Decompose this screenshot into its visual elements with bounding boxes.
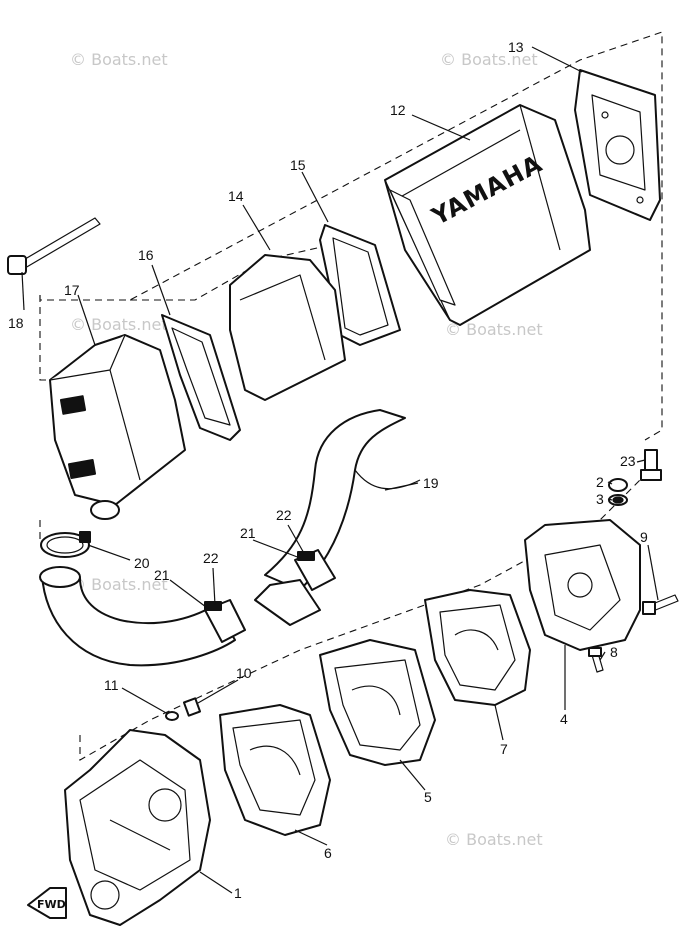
callout-23: 23: [620, 453, 636, 469]
callout-1: 1: [234, 885, 242, 901]
part-1-housing: [64, 729, 211, 926]
watermark: © Boats.net: [445, 830, 543, 849]
watermark: © Boats.net: [70, 50, 168, 69]
fwd-arrow: FWD: [27, 887, 67, 919]
part-14-chamber: [229, 254, 346, 401]
callout-4: 4: [560, 711, 568, 727]
part-11-washer: [165, 711, 179, 721]
exhaust-pipe: [39, 566, 321, 667]
part-2-plug: [608, 478, 628, 492]
part-3-washer: [608, 494, 628, 506]
callout-16: 16: [138, 247, 154, 263]
part-17-muffler: [49, 334, 186, 520]
part-21-22-clamp-upper: [294, 549, 336, 591]
part-12-muffler: YAMAHA: [384, 104, 591, 326]
part-4-housing: [524, 519, 641, 651]
leader-lines: [21, 46, 659, 894]
callout-20: 20: [134, 555, 150, 571]
callout-17: 17: [64, 282, 80, 298]
callout-10: 10: [236, 665, 252, 681]
callout-11: 11: [104, 677, 119, 693]
callout-14: 14: [228, 188, 244, 204]
watermark: © Boats.net: [440, 50, 538, 69]
callout-3: 3: [596, 491, 604, 507]
watermark: © Boats.net: [70, 315, 168, 334]
callout-12: 12: [390, 102, 406, 118]
part-9-bolt: [642, 594, 679, 615]
part-6-gasket: [219, 704, 331, 836]
part-18-bolt: [7, 217, 101, 275]
part-15-gasket: [319, 224, 401, 346]
callout-19: 19: [423, 475, 439, 491]
callout-6: 6: [324, 845, 332, 861]
part-7-gasket: [424, 589, 531, 706]
watermark: © Boats.net: [70, 575, 168, 594]
callout-8: 8: [610, 644, 618, 660]
part-21-22-clamp-lower: [204, 599, 246, 643]
part-10-bolt: [182, 697, 202, 717]
callout-5: 5: [424, 789, 432, 805]
callout-18: 18: [8, 315, 24, 331]
part-13-gasket: [574, 69, 661, 221]
callout-13: 13: [508, 39, 524, 55]
fwd-label: FWD: [37, 898, 66, 911]
callout-9: 9: [640, 529, 648, 545]
callout-22-lower: 22: [203, 550, 219, 566]
callout-15: 15: [290, 157, 306, 173]
part-23-fitting: [640, 449, 662, 481]
callout-21-lower: 21: [154, 567, 170, 583]
part-8-bolt: [588, 647, 604, 673]
callout-22-upper: 22: [276, 507, 292, 523]
part-5-gasket: [319, 639, 436, 766]
callout-7: 7: [500, 741, 508, 757]
part-20-clamp: [40, 531, 91, 558]
part-16-gasket: [161, 314, 241, 441]
part-19-hose: [264, 409, 421, 591]
callout-2: 2: [596, 474, 604, 490]
callout-21-upper: 21: [240, 525, 256, 541]
assembly-lines: [39, 31, 663, 761]
watermark: © Boats.net: [445, 320, 543, 339]
